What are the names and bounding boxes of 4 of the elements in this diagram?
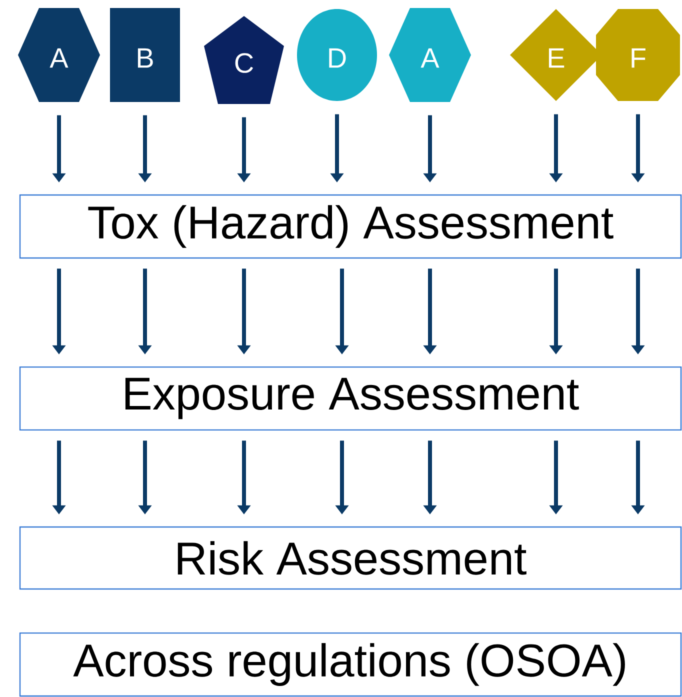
assessment-box: Risk Assessment [19,526,682,590]
assessment-box: Exposure Assessment [19,366,682,431]
assessment-box: Tox (Hazard) Assessment [19,194,682,259]
assessment-box: Across regulations (OSOA) [19,632,682,697]
